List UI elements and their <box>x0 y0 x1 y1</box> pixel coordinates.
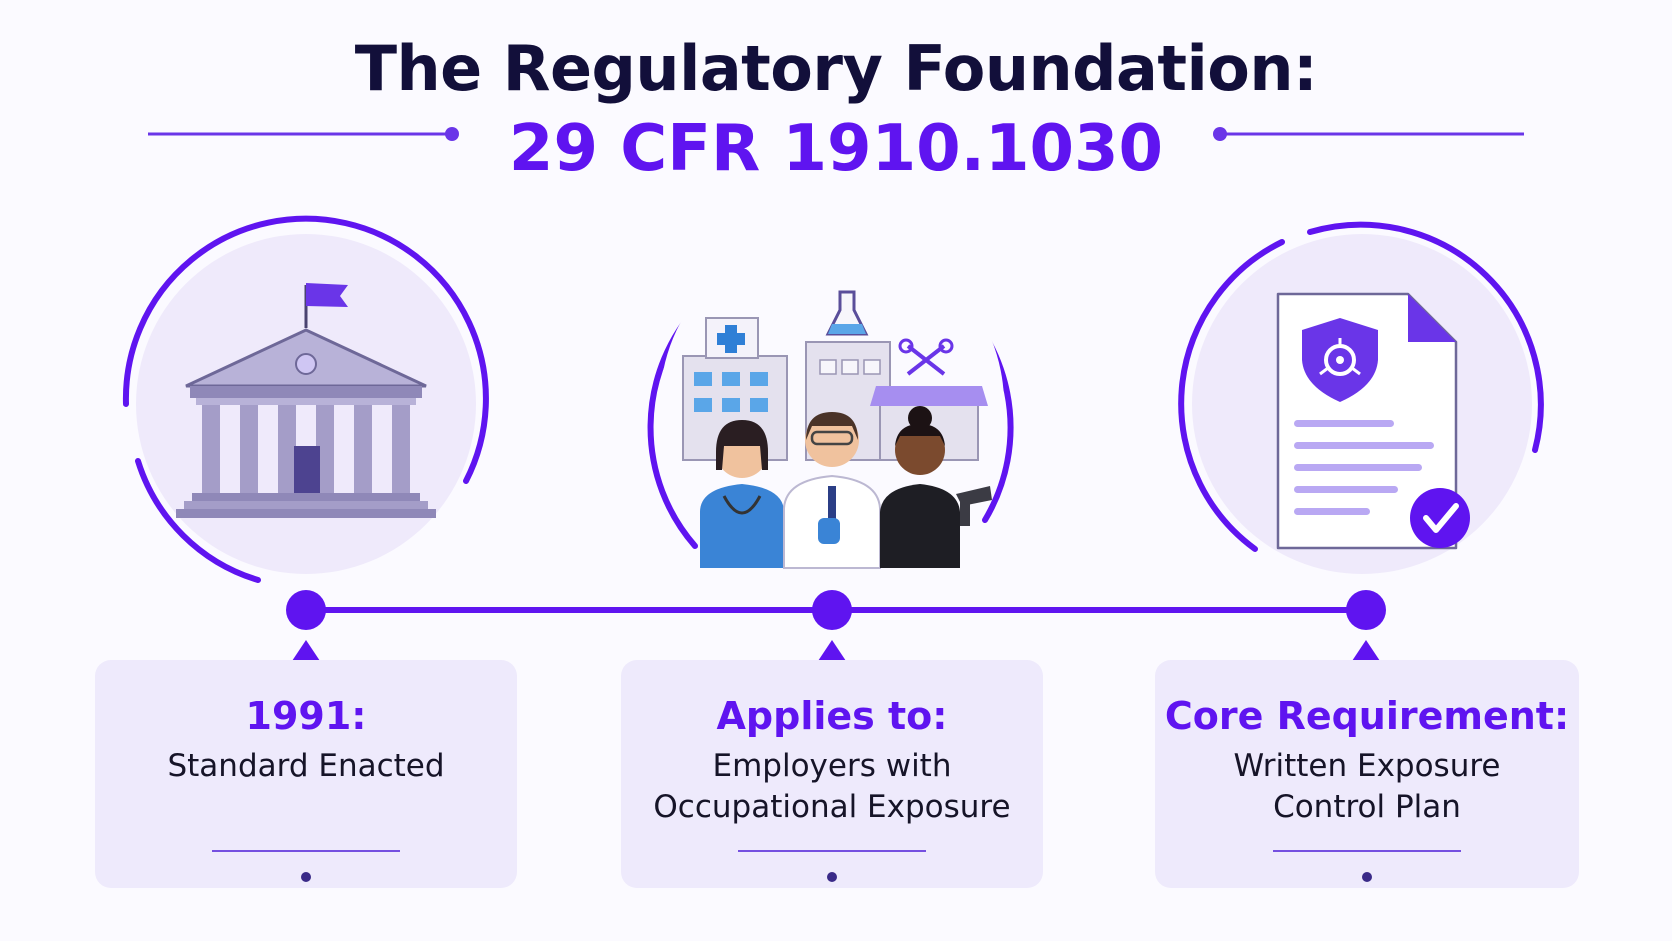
step-2-text-line-2: Occupational Exposure <box>653 789 1011 825</box>
page-title: The Regulatory Foundation: <box>354 32 1318 105</box>
step-3-text: Written Exposure Control Plan <box>1155 746 1579 828</box>
card-dot <box>1362 872 1372 882</box>
step-2-text: Employers with Occupational Exposure <box>621 746 1043 828</box>
timeline-node-1 <box>286 590 326 664</box>
timeline-node-3 <box>1346 590 1386 664</box>
biohazard-document-checkmark-icon <box>1276 292 1470 550</box>
step-1-heading: 1991: <box>245 694 367 738</box>
government-building-icon <box>176 283 436 518</box>
title-left-rule <box>148 127 459 141</box>
step-3-heading: Core Requirement: <box>1164 694 1570 738</box>
step-2-text-line-1: Employers with <box>712 748 952 784</box>
page-subtitle: 29 CFR 1910.1030 <box>508 112 1164 186</box>
step-card-1: 1991: Standard Enacted <box>95 660 517 888</box>
card-divider <box>1273 850 1461 852</box>
step-card-2: Applies to: Employers with Occupational … <box>621 660 1043 888</box>
title-right-rule <box>1213 127 1524 141</box>
card-divider <box>738 850 926 852</box>
step-3-text-line-1: Written Exposure <box>1233 748 1501 784</box>
step-1-text: Standard Enacted <box>95 746 517 787</box>
card-dot <box>301 872 311 882</box>
timeline-node-2 <box>812 590 852 664</box>
card-dot <box>827 872 837 882</box>
workers-and-workplaces-icon <box>682 290 992 569</box>
card-divider <box>212 850 400 852</box>
step-3-text-line-2: Control Plan <box>1273 789 1461 825</box>
step-1-text-line: Standard Enacted <box>167 748 445 784</box>
step-2-heading: Applies to: <box>716 694 948 738</box>
step-card-3: Core Requirement: Written Exposure Contr… <box>1155 660 1579 888</box>
